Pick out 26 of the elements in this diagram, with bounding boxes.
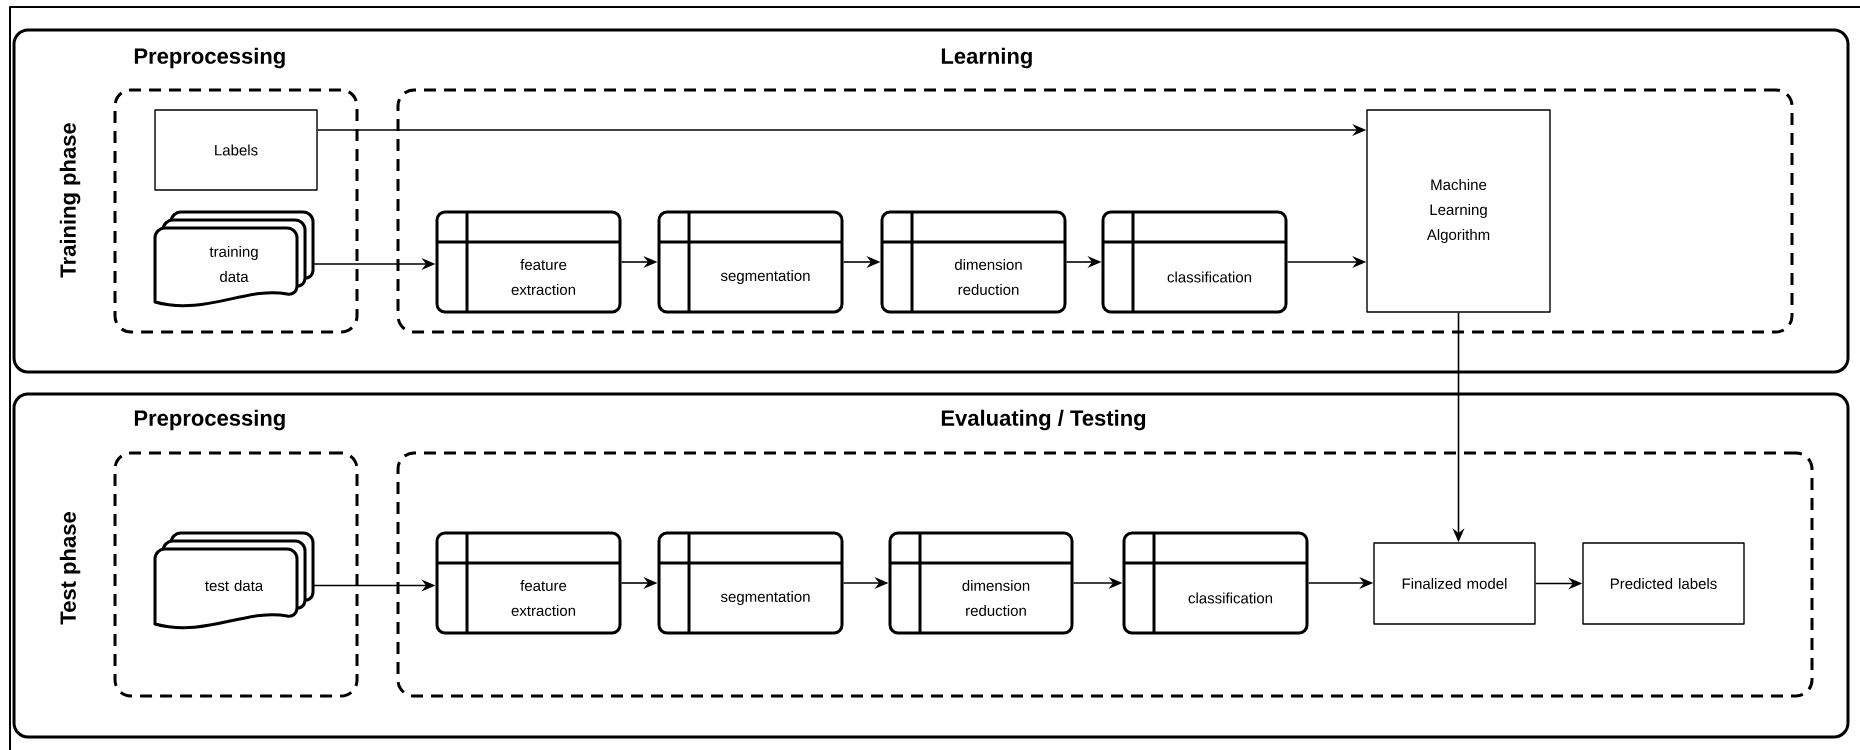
section-heading: Evaluating / Testing	[941, 409, 1146, 431]
phase-label: Training phase	[59, 123, 81, 278]
process-box: dimension reduction	[888, 531, 1074, 635]
process-box: feature extraction	[435, 210, 622, 314]
phase-label: Test phase	[59, 512, 81, 625]
section-heading: Preprocessing	[134, 47, 285, 69]
phase-band	[12, 28, 1850, 374]
process-box: classification	[1101, 210, 1288, 314]
dashed-group	[396, 409, 1814, 698]
process-box: Predicted labels	[1582, 542, 1745, 625]
dashed-group	[113, 47, 359, 334]
process-box: Finalized model	[1373, 542, 1536, 625]
dashed-group	[396, 47, 1794, 334]
process-box: feature extraction	[435, 531, 622, 635]
process-box: segmentation	[657, 531, 844, 635]
phase-band	[12, 392, 1850, 739]
process-box: dimension reduction	[880, 210, 1067, 314]
document-stack: test data	[153, 531, 315, 630]
process-box: Labels	[154, 109, 318, 191]
process-box: segmentation	[657, 210, 844, 314]
section-heading: Preprocessing	[134, 409, 285, 431]
process-box: classification	[1122, 531, 1309, 635]
dashed-group	[113, 409, 359, 698]
process-box: Machine Learning Algorithm	[1366, 109, 1551, 313]
document-stack: training data	[153, 210, 315, 308]
section-heading: Learning	[941, 47, 1032, 69]
